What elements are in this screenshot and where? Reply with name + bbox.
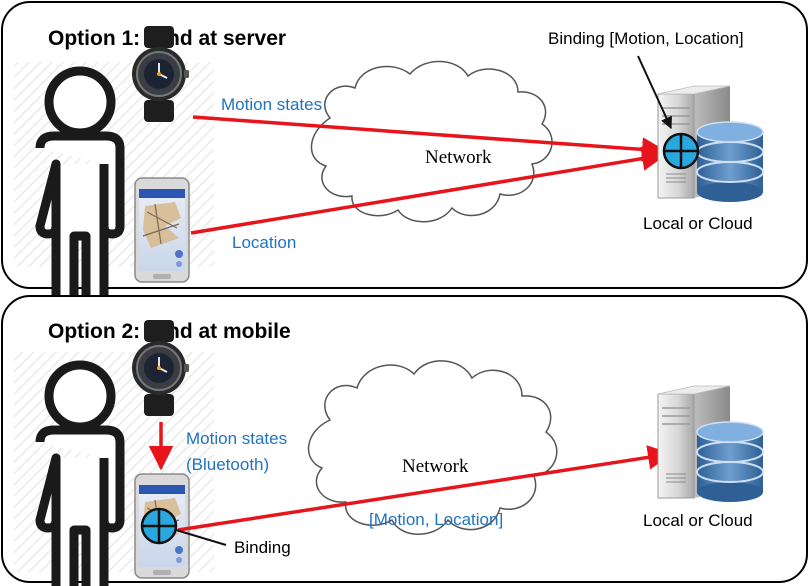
- panel-2-binding-label: Binding: [234, 538, 291, 557]
- panel-option-2: Option 2: Bind at mobile Motion states (…: [1, 295, 808, 586]
- database-icon: [696, 421, 764, 503]
- panel-2-payload-label: [Motion, Location]: [369, 510, 503, 529]
- binding-symbol-icon: [662, 132, 700, 170]
- database-icon: [696, 121, 764, 203]
- binding-callout-arrow: [637, 55, 672, 130]
- binding-pointer-line: [175, 529, 227, 546]
- panel-1-binding-callout: Binding [Motion, Location]: [548, 29, 744, 48]
- panel-1-network-label: Network: [425, 147, 492, 168]
- smartphone-icon: [134, 177, 190, 283]
- panel-2-server-label: Local or Cloud: [643, 511, 753, 530]
- panel-2-motion-states-label: Motion states: [186, 429, 287, 448]
- panel-2-bluetooth-label: (Bluetooth): [186, 455, 269, 474]
- arrow-motion-states: [192, 115, 667, 162]
- panel-1-location-label: Location: [232, 233, 296, 252]
- panel-1-server-label: Local or Cloud: [643, 214, 753, 233]
- arrow-location: [190, 146, 667, 235]
- panel-1-motion-states-label: Motion states: [221, 95, 322, 114]
- binding-symbol-icon: [140, 507, 178, 545]
- panel-2-network-label: Network: [402, 456, 469, 477]
- arrow-motion-location: [177, 445, 673, 532]
- panel-option-1: Option 1: Bind at server Network Motion …: [1, 1, 808, 318]
